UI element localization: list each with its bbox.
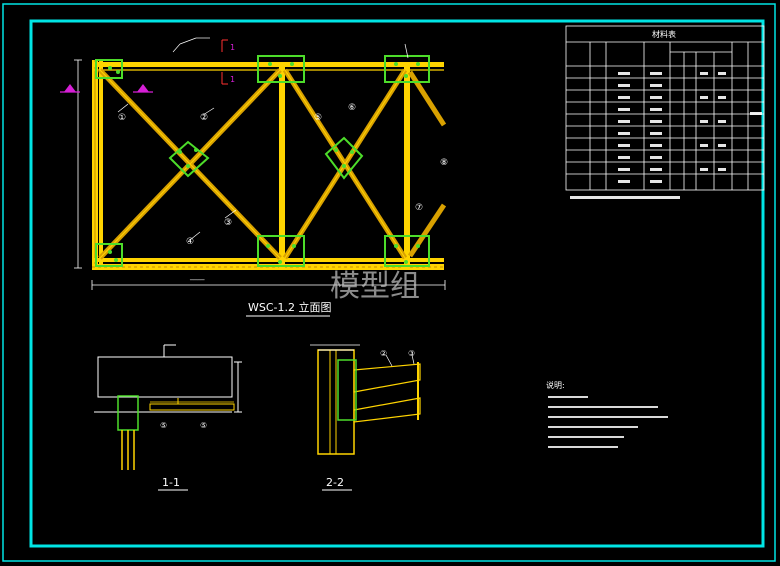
vertical-post-1	[279, 62, 285, 270]
member-tag: ①	[118, 113, 126, 123]
section-mark-bottom: 1	[230, 75, 235, 84]
bottom-chord	[92, 258, 444, 262]
member-tag: ②	[200, 113, 208, 123]
watermark: 模型组	[330, 269, 420, 304]
section-mark-top: 1	[230, 43, 235, 52]
section-2-2-title: 2-2	[326, 476, 344, 489]
svg-text:③: ③	[408, 349, 415, 358]
svg-text:⑤: ⑤	[160, 421, 167, 430]
member-tag: ⑥	[348, 103, 356, 113]
level-markers	[60, 84, 153, 93]
member-tag: ⑤	[314, 113, 322, 123]
member-tag: ④	[186, 237, 194, 247]
top-chord	[92, 62, 444, 67]
section-2-2	[310, 344, 421, 455]
svg-text:②: ②	[380, 349, 387, 358]
notes-lines	[548, 396, 668, 448]
inner-frame	[29, 19, 765, 548]
notes-heading: 说明:	[546, 380, 565, 390]
section-cut-marks	[221, 39, 228, 85]
svg-text:────: ────	[189, 277, 205, 284]
material-table-title: 材料表	[652, 29, 676, 39]
member-tags: ① ② ③ ④ ⑤ ⑥ ⑦ ⑧	[118, 103, 448, 247]
outer-frame	[2, 3, 776, 562]
material-table	[565, 25, 765, 191]
member-tag: ⑧	[440, 158, 448, 168]
gusset-plates	[95, 55, 430, 267]
member-tag: ⑦	[415, 203, 423, 213]
member-tag: ③	[224, 218, 232, 228]
vertical-post-2	[404, 62, 410, 270]
section-1-1	[94, 344, 242, 413]
elevation-title: WSC-1.2 立面图	[248, 300, 332, 314]
elevation-view: ────	[60, 37, 448, 290]
svg-text:⑤: ⑤	[200, 421, 207, 430]
x-bracing-bay-3	[407, 70, 447, 258]
section-1-1-title: 1-1	[162, 476, 180, 489]
